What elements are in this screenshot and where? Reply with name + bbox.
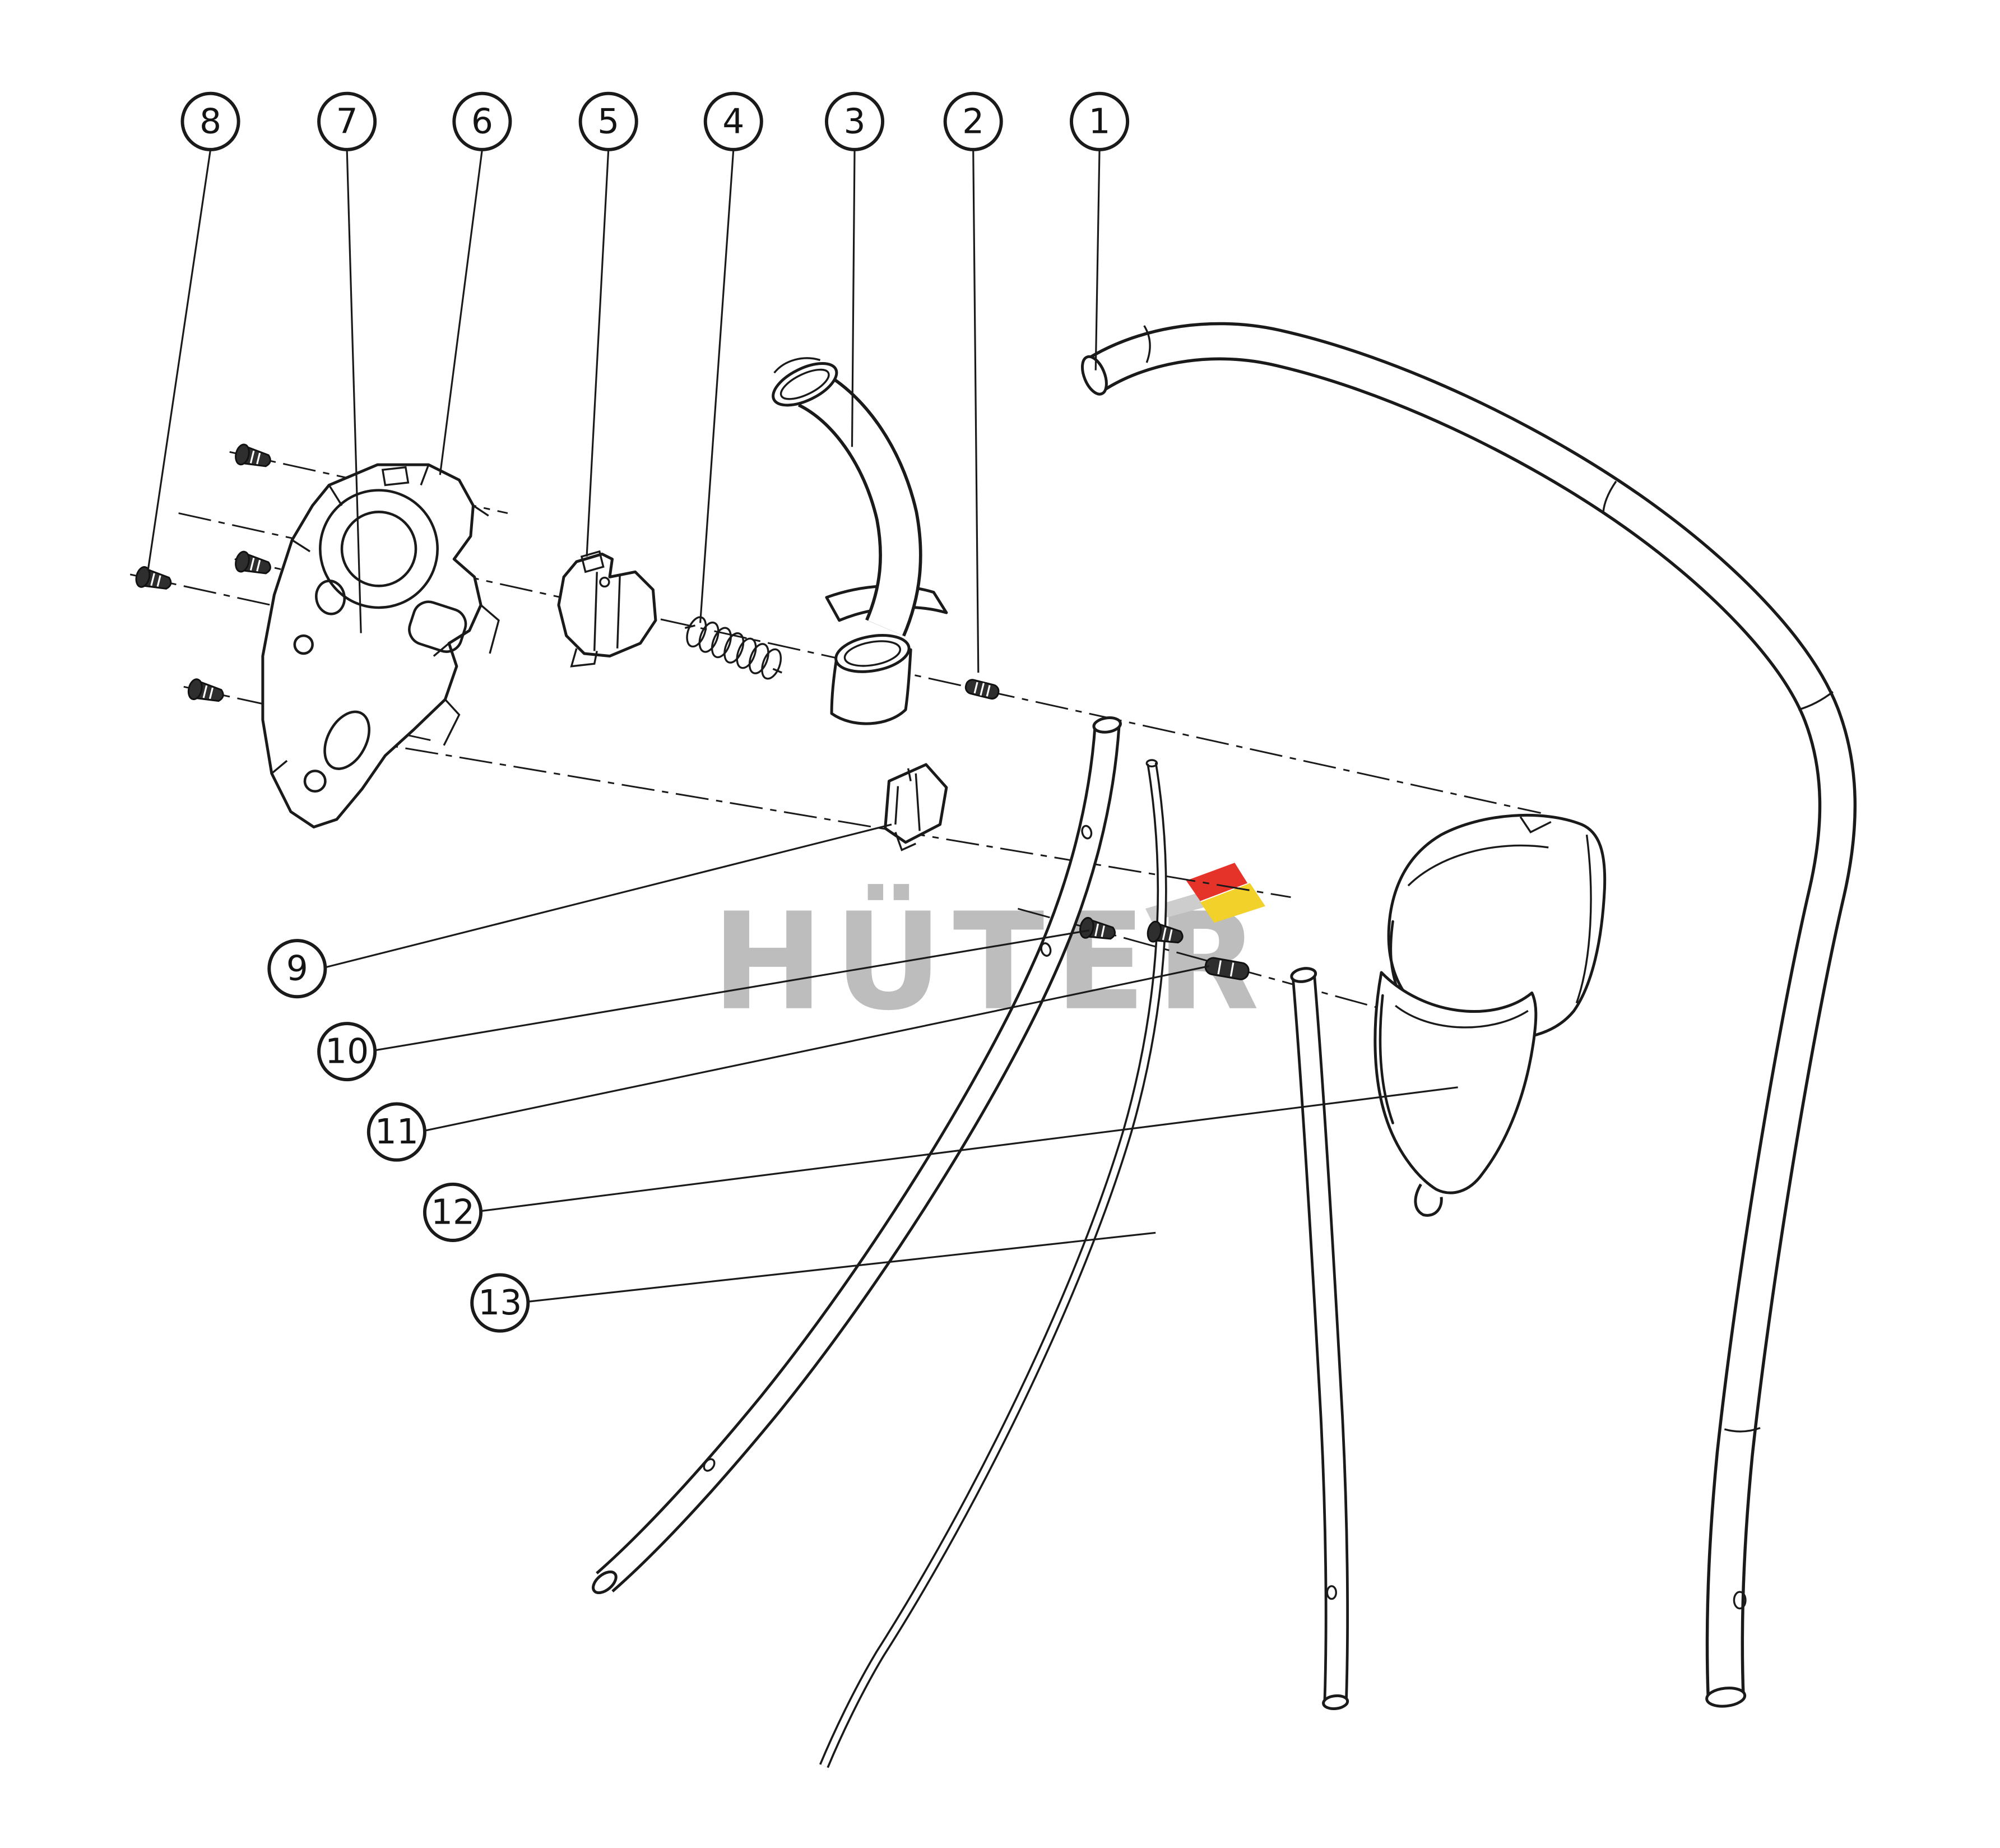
callout-balloon-13: 13	[470, 1273, 530, 1333]
balloon-label: 10	[325, 1032, 369, 1072]
balloon-label: 13	[478, 1283, 522, 1323]
handle-open-end	[1080, 355, 1108, 396]
handle-hole	[1733, 1591, 1747, 1610]
balloon-label: 5	[597, 101, 619, 141]
plate-hole-small	[303, 770, 327, 793]
callout-balloon-1: 1	[1070, 91, 1130, 151]
callout-balloon-6: 6	[452, 91, 512, 151]
center-line-cable	[297, 729, 1291, 898]
handle-seam	[1602, 480, 1617, 512]
lever-hook-line	[773, 357, 821, 374]
lever-socket-top	[834, 634, 911, 673]
part-screw-8d	[185, 677, 226, 707]
cover-notch	[1519, 816, 1552, 833]
tube-open-end	[1092, 716, 1122, 734]
tube-hole	[1326, 1585, 1337, 1600]
lever-open-end	[772, 362, 838, 407]
part-roller-pin	[1204, 957, 1250, 980]
balloon-label: 12	[431, 1192, 475, 1232]
part-screw-8b	[133, 564, 174, 595]
tube-end-cap	[592, 1570, 618, 1595]
plate-tab	[381, 466, 410, 487]
part-screw-8c	[233, 549, 274, 580]
part-lower-tube-left	[592, 716, 1122, 1595]
clamp-hole	[599, 576, 610, 588]
part-clamp	[557, 550, 657, 668]
balloon-label: 11	[375, 1112, 419, 1152]
leader-line-3	[851, 149, 856, 447]
plate-slot	[408, 600, 467, 653]
part-housing-plate	[261, 463, 500, 829]
handle-seam	[1798, 691, 1834, 711]
callout-balloon-8: 8	[180, 91, 240, 151]
callout-balloon-3: 3	[824, 91, 885, 151]
balloon-label: 6	[471, 101, 493, 141]
tube-open-end	[1290, 967, 1317, 983]
plate-back-layer	[443, 504, 500, 746]
tube-hole	[1040, 942, 1052, 957]
cover-seam	[1407, 844, 1549, 887]
cover-edge	[1379, 994, 1394, 1124]
leader-line-10	[374, 929, 1090, 1052]
part-clip	[884, 763, 948, 851]
part-lower-tube-right	[1290, 967, 1349, 1710]
tube-hole	[703, 1458, 716, 1472]
leader-line-13	[528, 1231, 1156, 1303]
part-spring	[684, 616, 782, 680]
part-pin-2	[964, 679, 1000, 700]
clip-foot	[894, 832, 916, 851]
part-lever	[772, 357, 948, 725]
part-screw-8a	[233, 442, 274, 473]
watermark: HÜTER	[712, 863, 1265, 1040]
balloon-label: 9	[286, 949, 308, 989]
clamp-tab	[580, 550, 605, 573]
balloon-label: 4	[722, 101, 744, 141]
clamp-seams	[593, 572, 621, 651]
leader-lines	[147, 149, 1458, 1303]
leader-line-4	[699, 149, 735, 623]
plate-ring-outer	[319, 489, 439, 609]
plate-detail-lines	[271, 464, 450, 775]
plate-oval-hole	[323, 710, 370, 770]
callout-balloon-11: 11	[366, 1102, 426, 1162]
leader-line-9	[325, 823, 892, 969]
balloon-label: 8	[199, 101, 221, 141]
tube-end-cap	[1322, 1694, 1349, 1710]
handle-end-cap	[1705, 1687, 1747, 1708]
balloon-label: 7	[336, 101, 358, 141]
cable-end	[1145, 759, 1158, 768]
balloon-label: 3	[843, 101, 865, 141]
callout-balloon-2: 2	[943, 91, 1003, 151]
leader-line-12	[480, 1086, 1458, 1212]
callout-balloon-10: 10	[317, 1022, 377, 1082]
part-cover-lower	[1373, 971, 1538, 1217]
leader-line-8	[147, 149, 212, 571]
cover-seam	[1395, 1004, 1529, 1029]
leader-line-5	[586, 149, 610, 557]
leader-line-2	[972, 149, 980, 673]
tube-hole	[1081, 825, 1093, 840]
balloon-label: 2	[962, 101, 984, 141]
plate-hole	[315, 580, 346, 615]
clamp-foot	[570, 648, 598, 668]
part-upper-handle	[1080, 322, 1857, 1708]
callout-balloon-4: 4	[703, 91, 763, 151]
handle-seam	[1143, 325, 1151, 363]
leader-line-6	[439, 149, 483, 475]
plate-hole-small	[293, 634, 314, 655]
leader-line-1	[1094, 149, 1101, 370]
leader-line-7	[346, 149, 362, 633]
leader-line-11	[424, 965, 1210, 1132]
callout-balloon-9: 9	[267, 939, 327, 999]
callout-balloon-7: 7	[317, 91, 377, 151]
balloon-label: 1	[1088, 101, 1110, 141]
cover-hook	[1414, 1183, 1443, 1217]
cover-seam	[1575, 834, 1592, 1004]
callout-balloon-5: 5	[578, 91, 638, 151]
handle-seam	[1724, 1426, 1761, 1433]
callout-balloon-12: 12	[423, 1182, 483, 1242]
plate-ring-inner	[340, 511, 417, 587]
